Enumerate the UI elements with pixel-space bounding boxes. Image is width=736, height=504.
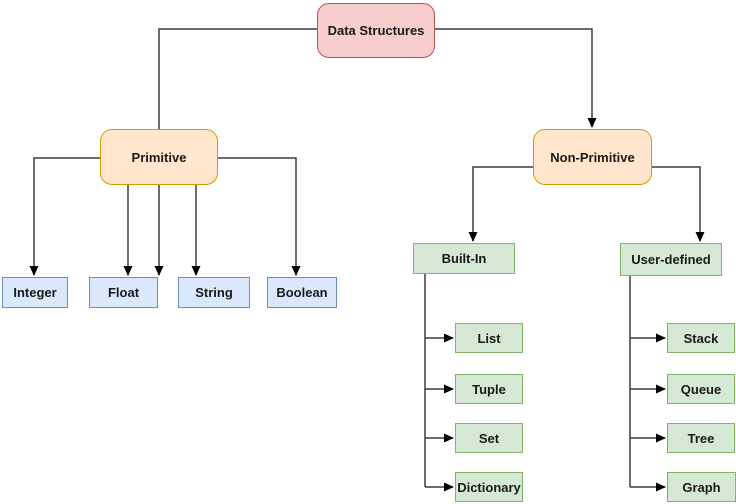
node-built-in: Built-In xyxy=(413,243,515,274)
edge-non-primitive-user-defined xyxy=(652,166,705,242)
node-primitive: Primitive xyxy=(100,129,218,185)
node-string: String xyxy=(178,277,250,308)
node-boolean: Boolean xyxy=(267,277,337,308)
node-set: Set xyxy=(455,423,523,453)
node-float: Float xyxy=(89,277,158,308)
node-list: List xyxy=(455,323,523,353)
node-tree: Tree xyxy=(667,423,735,453)
node-dictionary: Dictionary xyxy=(455,472,523,502)
node-data-structures: Data Structures xyxy=(317,3,435,58)
node-integer: Integer xyxy=(2,277,68,308)
node-stack: Stack xyxy=(667,323,735,353)
node-tuple: Tuple xyxy=(455,374,523,404)
node-user-defined: User-defined xyxy=(620,243,722,276)
edge-primitive-boolean xyxy=(218,157,301,276)
edge-non-primitive-built-in xyxy=(468,166,533,242)
node-graph: Graph xyxy=(667,472,736,502)
edge-root-non-primitive xyxy=(435,28,597,128)
node-non-primitive: Non-Primitive xyxy=(533,129,652,185)
edge-primitive-integer xyxy=(29,157,100,276)
node-queue: Queue xyxy=(667,374,735,404)
